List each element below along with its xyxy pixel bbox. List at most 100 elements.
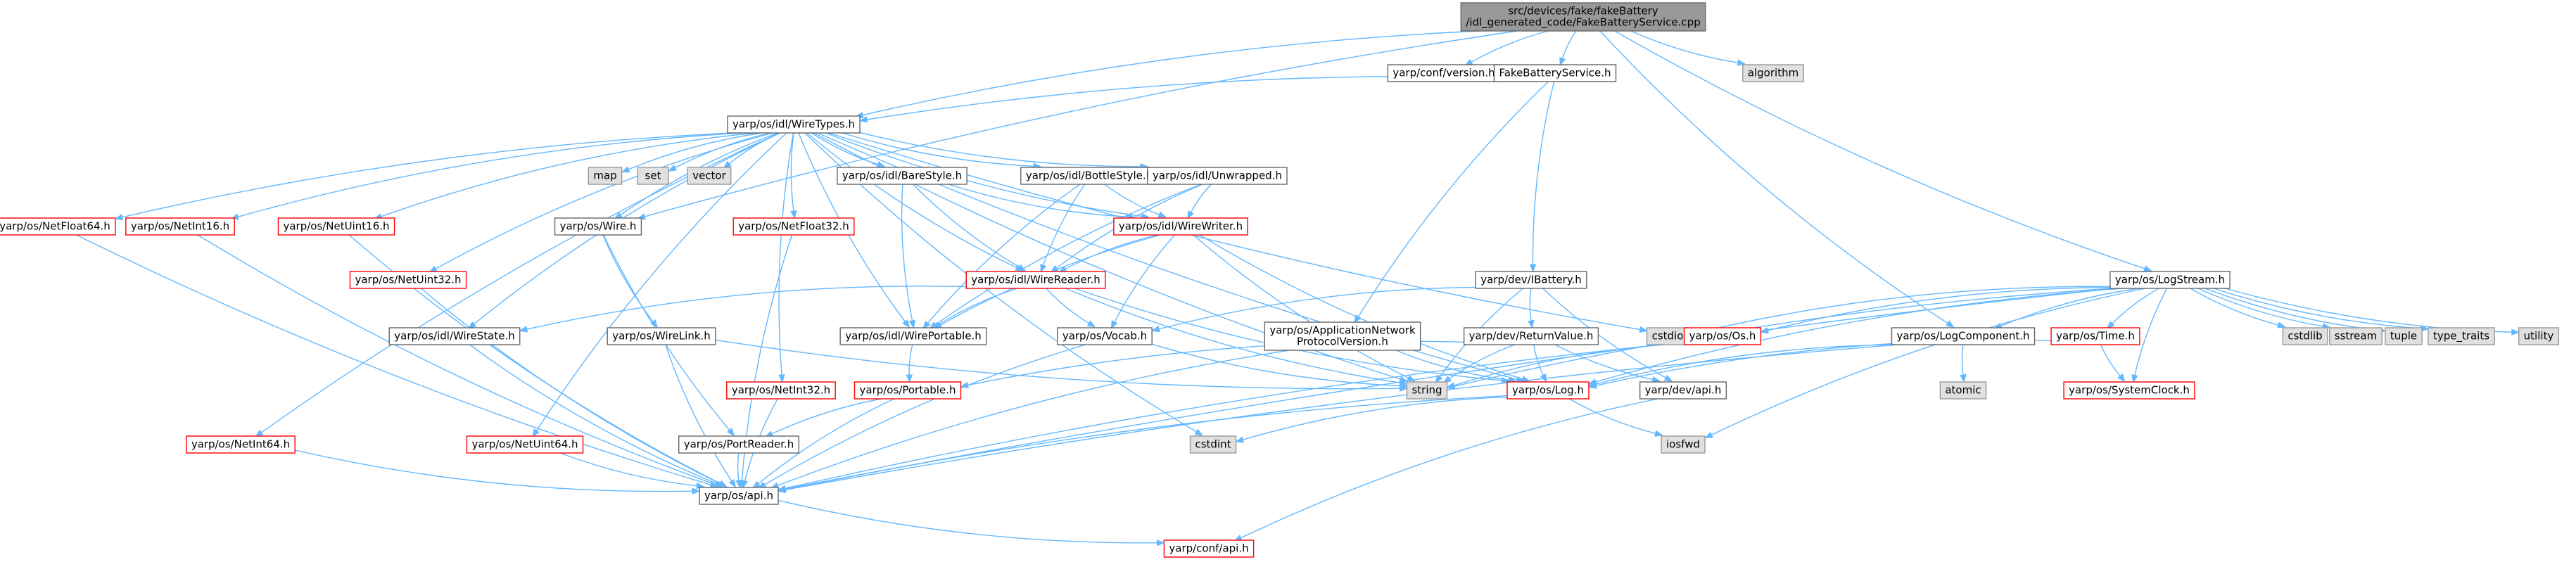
node-set[interactable]: set	[637, 167, 669, 185]
node-box	[2518, 327, 2560, 345]
node-yarp-os-idl-wireportable-h[interactable]: yarp/os/idl/WirePortable.h	[839, 327, 987, 345]
node-yarp-os-idl-wirereader-h[interactable]: yarp/os/idl/WireReader.h	[965, 271, 1106, 289]
node-sstream[interactable]: sstream	[2329, 327, 2383, 345]
node-yarp-os-api-h[interactable]: yarp/os/api.h	[699, 487, 779, 505]
edge-arrowhead	[1399, 382, 1408, 390]
node-yarp-os-logstream-h[interactable]: yarp/os/LogStream.h	[2109, 271, 2231, 289]
node-box	[1147, 167, 1288, 185]
node-box	[554, 217, 642, 236]
edge-vocab-to-osapi	[764, 344, 1086, 485]
node-cstdlib[interactable]: cstdlib	[2282, 327, 2328, 345]
node-yarp-os-idl-bottlestyle-h[interactable]: yarp/os/idl/BottleStyle.h	[1020, 167, 1158, 185]
node-box	[277, 217, 395, 236]
node-yarp-os-portable-h[interactable]: yarp/os/Portable.h	[854, 381, 962, 400]
edge-arrowhead	[1156, 539, 1165, 547]
node-iosfwd[interactable]: iosfwd	[1661, 435, 1706, 454]
edge-arrowhead	[1446, 382, 1456, 389]
node-label: yarp/os/Portable.h	[860, 383, 956, 396]
node-yarp-conf-api-h[interactable]: yarp/conf/api.h	[1163, 539, 1255, 558]
node-yarp-os-idl-wirewriter-h[interactable]: yarp/os/idl/WireWriter.h	[1113, 217, 1248, 236]
edge-logstream-to-os_h	[1768, 287, 2110, 331]
node-yarp-os-netfloat32-h[interactable]: yarp/os/NetFloat32.h	[732, 217, 855, 236]
edge-arrowhead	[778, 374, 785, 383]
edge-logstream-to-utility	[2225, 288, 2512, 333]
node-label: yarp/os/api.h	[704, 489, 773, 502]
node-label: yarp/os/idl/BottleStyle.h	[1026, 169, 1153, 181]
edge-arrowhead	[1528, 319, 1535, 329]
node-cstdint[interactable]: cstdint	[1189, 435, 1237, 454]
node-vector[interactable]: vector	[687, 167, 732, 185]
node-yarp-os-netint64-h[interactable]: yarp/os/NetInt64.h	[186, 435, 296, 454]
node-label: yarp/os/NetInt64.h	[191, 438, 290, 450]
node-yarp-dev-returnvalue-h[interactable]: yarp/dev/ReturnValue.h	[1463, 327, 1599, 345]
node-box	[854, 381, 962, 400]
node-label: yarp/os/NetFloat64.h	[0, 219, 110, 232]
edge-netuint64-to-osapi	[559, 452, 697, 487]
node-type-traits[interactable]: type_traits	[2428, 327, 2495, 345]
edge-arrowhead	[668, 165, 677, 172]
node-yarp-os-log-h[interactable]: yarp/os/Log.h	[1506, 381, 1590, 400]
node-yarp-os-wire-h[interactable]: yarp/os/Wire.h	[554, 217, 642, 236]
edge-logcomponent-to-osapi	[785, 344, 1899, 491]
node-box	[1387, 64, 1501, 82]
node-fakebatteryservice-h[interactable]: FakeBatteryService.h	[1493, 64, 1617, 82]
node-src-devices-fake-fakebattery-idl-generated-code-fakebatteryservice-cpp[interactable]: src/devices/fake/fakeBattery/idl_generat…	[1460, 2, 1706, 32]
node-yarp-os-time-h[interactable]: yarp/os/Time.h	[2050, 327, 2140, 345]
node-map[interactable]: map	[588, 167, 623, 185]
edge-time_h-to-systemclock	[2100, 344, 2121, 376]
node-yarp-dev-api-h[interactable]: yarp/dev/api.h	[1639, 381, 1727, 400]
node-algorithm[interactable]: algorithm	[1742, 64, 1804, 82]
node-yarp-os-idl-barestyle-h[interactable]: yarp/os/idl/BareStyle.h	[837, 167, 967, 185]
node-yarp-os-portreader-h[interactable]: yarp/os/PortReader.h	[678, 435, 799, 454]
node-yarp-os-systemclock-h[interactable]: yarp/os/SystemClock.h	[2063, 381, 2195, 400]
node-yarp-os-idl-wirestate-h[interactable]: yarp/os/idl/WireState.h	[388, 327, 521, 345]
edge-arrowhead	[1663, 374, 1673, 382]
node-atomic[interactable]: atomic	[1939, 381, 1987, 400]
node-yarp-os-netuint32-h[interactable]: yarp/os/NetUint32.h	[349, 271, 467, 289]
node-yarp-dev-ibattery-h[interactable]: yarp/dev/IBattery.h	[1475, 271, 1587, 289]
node-label: yarp/conf/version.h	[1392, 66, 1495, 79]
node-label: yarp/os/NetFloat32.h	[738, 219, 849, 232]
edge-arrowhead	[1639, 326, 1649, 333]
node-yarp-os-netint32-h[interactable]: yarp/os/NetInt32.h	[726, 381, 836, 400]
edge-wiretypes-to-netint16	[237, 132, 743, 218]
edge-arrowhead	[858, 116, 868, 123]
node-yarp-os-netuint64-h[interactable]: yarp/os/NetUint64.h	[466, 435, 584, 454]
node-yarp-os-netint16-h[interactable]: yarp/os/NetInt16.h	[125, 217, 235, 236]
node-yarp-os-logcomponent-h[interactable]: yarp/os/LogComponent.h	[1891, 327, 2036, 345]
node-utility[interactable]: utility	[2518, 327, 2560, 345]
edge-barestyle-to-wirereader	[912, 184, 1020, 268]
edge-fakebatsvc-to-wiretypes	[866, 75, 1495, 120]
node-yarp-os-netfloat64-h[interactable]: yarp/os/NetFloat64.h	[0, 217, 116, 236]
edge-arrowhead	[1529, 264, 1537, 273]
node-cstdio[interactable]: cstdio	[1646, 327, 1689, 345]
edge-logcomponent-to-log	[1595, 344, 1899, 385]
edge-arrowhead	[718, 480, 728, 487]
edge-portreader-to-osapi	[737, 452, 740, 481]
edge-wiretypes-to-unwrapped	[859, 132, 1141, 167]
node-label: yarp/os/Vocab.h	[1062, 329, 1147, 342]
node-yarp-os-vocab-h[interactable]: yarp/os/Vocab.h	[1057, 327, 1153, 345]
edge-returnvalue-to-log	[1533, 344, 1544, 376]
edge-arrowhead	[742, 480, 749, 489]
edge-fakebatsvc-to-ibattery	[1532, 81, 1555, 265]
node-yarp-conf-version-h[interactable]: yarp/conf/version.h	[1387, 64, 1501, 82]
node-yarp-os-applicationnetwork-protocolversion-h[interactable]: yarp/os/ApplicationNetworkProtocolVersio…	[1264, 321, 1421, 351]
node-yarp-os-idl-unwrapped-h[interactable]: yarp/os/idl/Unwrapped.h	[1147, 167, 1288, 185]
edge-wiretypes-to-netfloat32	[790, 132, 794, 212]
edge-netuint32-to-osapi	[420, 288, 721, 485]
node-string[interactable]: string	[1406, 381, 1448, 400]
node-label: yarp/os/Time.h	[2056, 329, 2135, 342]
node-box	[588, 167, 623, 185]
edge-arrowhead	[726, 428, 735, 437]
node-box	[727, 115, 861, 134]
node-yarp-os-os-h[interactable]: yarp/os/Os.h	[1683, 327, 1762, 345]
node-yarp-os-idl-wiretypes-h[interactable]: yarp/os/idl/WireTypes.h	[727, 115, 861, 134]
node-box	[1493, 64, 1617, 82]
node-label: yarp/os/LogComponent.h	[1896, 329, 2029, 342]
node-tuple[interactable]: tuple	[2385, 327, 2423, 345]
node-yarp-os-netuint16-h[interactable]: yarp/os/NetUint16.h	[277, 217, 395, 236]
edge-ibattery-to-devapi	[1542, 288, 1666, 378]
node-yarp-os-wirelink-h[interactable]: yarp/os/WireLink.h	[607, 327, 716, 345]
edge-log-to-iosfwd	[1568, 398, 1656, 434]
